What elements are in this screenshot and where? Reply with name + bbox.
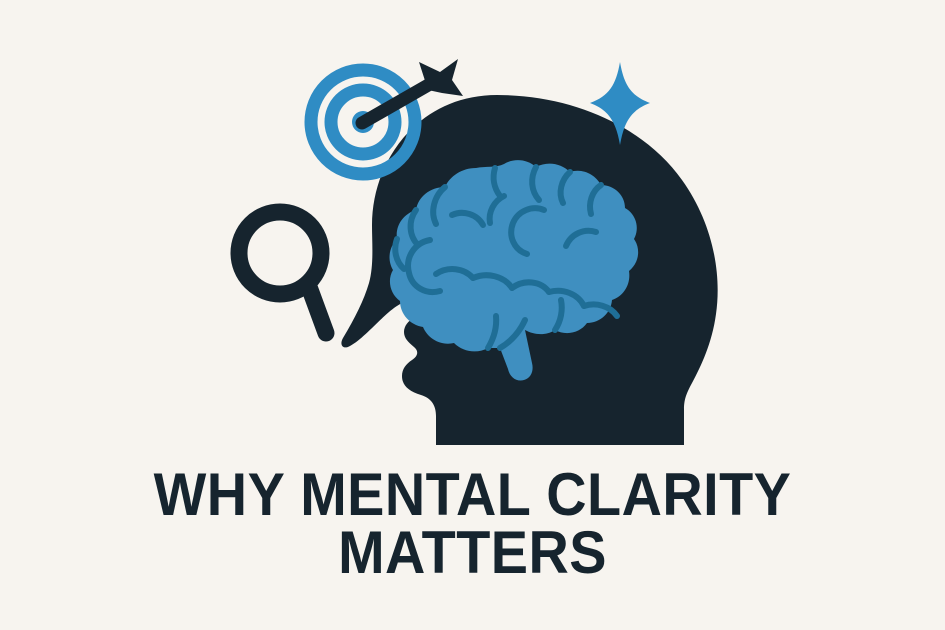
page-title: WHY MENTAL CLARITY MATTERS: [0, 461, 945, 587]
sparkle-icon: [590, 62, 650, 145]
brain-icon: [389, 160, 639, 381]
brain-fold-lines: [392, 164, 620, 351]
arrow-icon: [355, 59, 463, 130]
headline-line-2: MATTERS: [338, 519, 607, 587]
headline-line-1: WHY MENTAL CLARITY: [153, 461, 792, 528]
magnifier-icon: [230, 203, 335, 342]
